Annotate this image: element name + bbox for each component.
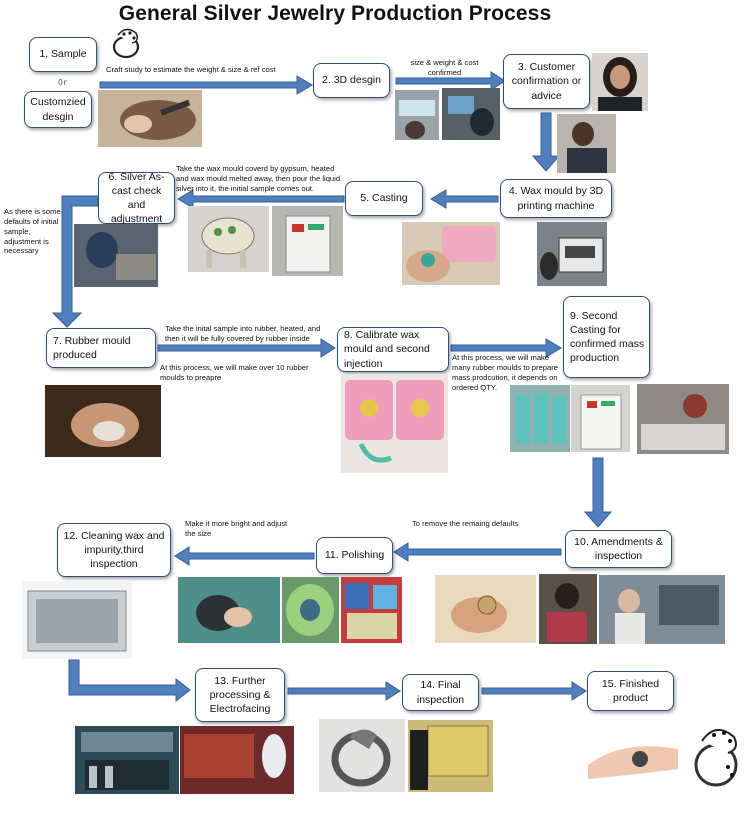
note-rubber-moulds-count: At this process, we will make over 10 ru… xyxy=(160,363,309,382)
photo-final-inspection-trays xyxy=(408,720,493,792)
step-4-wax-mould: 4. Wax mould by 3D printing machine xyxy=(500,179,612,218)
note-adjustment: As there is some defaults of initial sam… xyxy=(4,207,61,256)
step-15-finished-product: 15. Finished product xyxy=(587,671,674,711)
arrow-14-15 xyxy=(481,681,587,701)
arrow-4-5 xyxy=(430,189,499,209)
step-14-final-inspection: 14. Final inspection xyxy=(402,674,479,711)
note-casting-process: Take the wax mould coverd by gypsum, hea… xyxy=(176,164,341,193)
photo-electrofacing xyxy=(180,726,294,794)
arrow-10-11 xyxy=(393,542,562,562)
step-10-amendments: 10. Amendments & inspection xyxy=(565,530,672,568)
photo-cleaning-tank xyxy=(22,581,132,659)
note-mass-production: At this process, we will make many rubbe… xyxy=(452,353,558,392)
arrow-13-14 xyxy=(287,681,401,701)
step-6-as-cast-check: 6. Silver As-cast check and adjustment xyxy=(98,171,175,225)
photo-final-ring xyxy=(319,719,405,792)
photo-polishing-media xyxy=(282,577,339,643)
photo-polishing-pellets xyxy=(341,577,402,643)
step-5-casting: 5. Casting xyxy=(345,181,423,216)
note-size-weight-confirmed: size & weight & cost confirmed xyxy=(410,58,479,77)
note-remove-defaults: To remove the remaing defaults xyxy=(412,519,519,528)
note-bright-size: Make it more bright and adjust the size xyxy=(185,519,288,538)
or-label: Or xyxy=(58,78,68,87)
arrow-7-8 xyxy=(157,338,336,358)
photo-electroplating-line xyxy=(75,726,179,794)
photo-3d-printer xyxy=(537,222,607,286)
photo-silver-check xyxy=(74,224,158,287)
arrow-5-6 xyxy=(177,189,345,209)
photo-finished-hand xyxy=(582,719,683,789)
photo-amendments-worker xyxy=(539,574,597,644)
step-11-polishing: 11. Polishing xyxy=(316,537,393,574)
arrow-3-4 xyxy=(531,112,561,172)
photo-sample-ring-sketch xyxy=(104,25,146,61)
photo-as-cast-ring xyxy=(188,206,269,272)
photo-mass-production-workers xyxy=(637,384,729,454)
photo-3d-design-workstation xyxy=(442,88,500,140)
page-title: General Silver Jewelry Production Proces… xyxy=(118,2,552,25)
step-customized-design: Customzied desgin xyxy=(24,91,92,128)
photo-rubber-mould xyxy=(45,385,161,457)
step-9-second-casting: 9. Second Casting for confirmed mass pro… xyxy=(563,296,650,378)
step-2-3d-design: 2. 3D desgin xyxy=(313,63,390,98)
step-1-sample: 1. Sample xyxy=(29,37,97,72)
photo-inspection-workshop xyxy=(599,575,725,644)
photo-calibrate-wax-mould xyxy=(341,374,448,473)
photo-wax-trees xyxy=(510,385,570,452)
photo-craft-study xyxy=(98,90,202,147)
arrow-6-7 xyxy=(51,195,99,328)
photo-amendments-ring xyxy=(435,575,536,643)
step-3-customer-confirmation: 3. Customer confirmation or advice xyxy=(503,54,590,109)
photo-3d-design-office xyxy=(395,90,439,140)
step-8-calibrate-wax: 8. Calibrate wax mould and second inject… xyxy=(337,327,449,372)
arrow-11-12 xyxy=(174,546,315,566)
photo-customer-woman xyxy=(592,53,648,111)
photo-mass-casting-machine xyxy=(571,385,630,452)
arrow-8-9 xyxy=(450,338,562,358)
arrow-1-2 xyxy=(99,75,313,95)
step-12-cleaning: 12. Cleaning wax and impurity,third insp… xyxy=(57,523,171,577)
photo-casting-machine xyxy=(272,206,343,276)
note-craft-study: Craft study to estimate the weight & siz… xyxy=(106,65,276,74)
arrow-12-13 xyxy=(68,659,191,703)
photo-polishing-machine xyxy=(178,577,280,643)
photo-customer-advice xyxy=(557,114,616,173)
arrow-9-10 xyxy=(583,457,613,528)
step-7-rubber-mould: 7. Rubber mould produced xyxy=(46,328,156,368)
arrow-2-3 xyxy=(395,71,506,91)
photo-wax-mould xyxy=(402,222,500,285)
photo-finished-ring xyxy=(688,719,746,791)
step-13-further-processing: 13. Further processing & Electrofacing xyxy=(195,668,285,722)
note-rubber-process: Take the inital sample into rubber, heat… xyxy=(165,324,321,343)
